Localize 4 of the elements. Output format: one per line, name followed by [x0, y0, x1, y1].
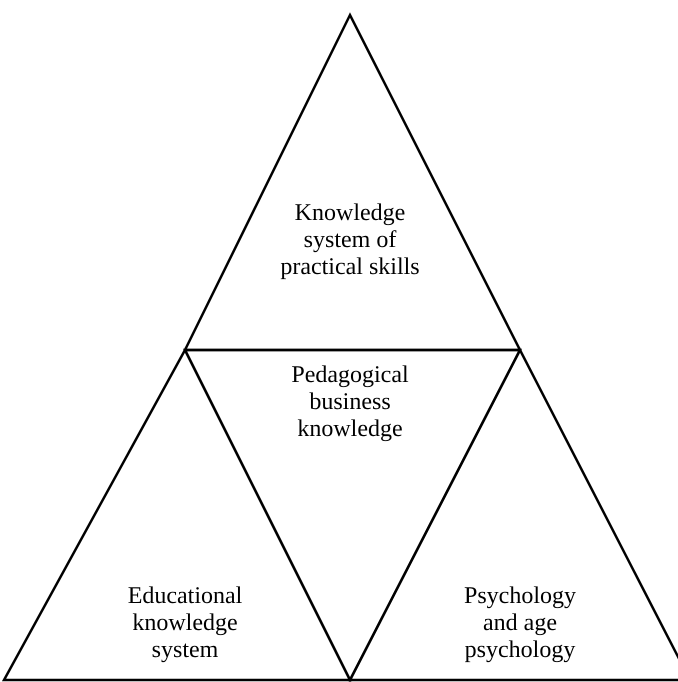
- segment-label: Educational knowledge system: [126, 583, 244, 664]
- segment-label: Pedagogical business knowledge: [290, 362, 410, 443]
- segment-label: Psychology and age psychology: [462, 583, 577, 664]
- segment-label: Knowledge system of practical skills: [280, 200, 420, 281]
